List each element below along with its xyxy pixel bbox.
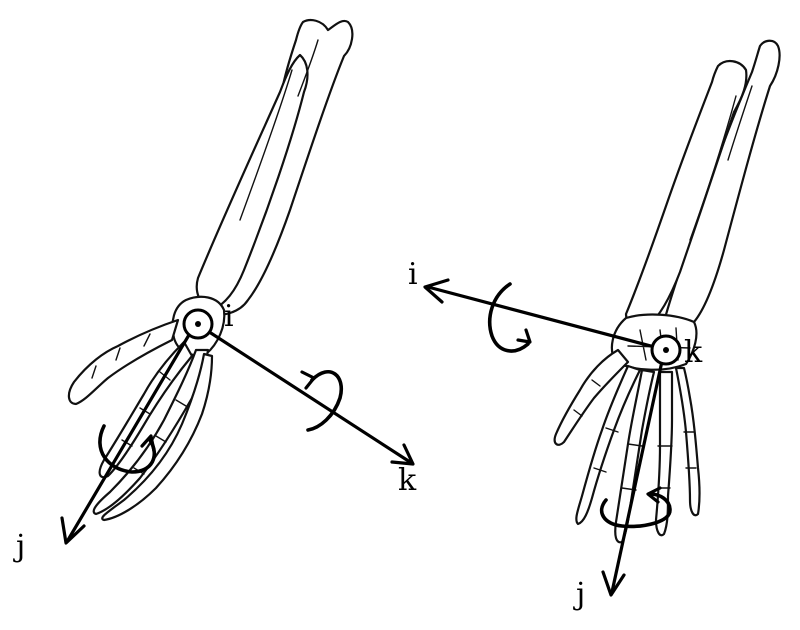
right-i-axis <box>426 285 668 352</box>
right-j-rotation-arrow <box>599 492 672 529</box>
right-label-k: k <box>684 335 703 370</box>
left-k-rotation-arrowhead <box>300 370 316 390</box>
right-finger-little <box>674 366 701 517</box>
right-finger-index <box>575 364 642 526</box>
left-k-arrowhead <box>390 443 415 466</box>
right-i-rotation-arrow <box>487 282 530 353</box>
right-bone-ridge <box>689 85 753 241</box>
right-i-arrowhead <box>423 278 450 304</box>
right-joint-dot <box>663 347 669 353</box>
left-finger-1 <box>67 318 180 406</box>
left-axes <box>60 308 415 545</box>
right-j-rotation-arrowhead <box>646 486 662 504</box>
left-finger-4 <box>101 352 214 522</box>
left-k-axis <box>198 324 412 464</box>
left-j-rotation-arrowhead <box>140 434 156 453</box>
right-axes <box>423 278 682 597</box>
left-label-k: k <box>398 463 417 498</box>
left-label-i: i <box>224 299 234 334</box>
right-j-arrowhead <box>601 570 626 597</box>
left-forearm-bones <box>171 19 354 357</box>
right-forearm-bones <box>610 39 781 371</box>
right-label-j: j <box>573 577 585 612</box>
left-k-rotation-arrow <box>306 369 344 432</box>
left-j-rotation-arrow <box>98 424 157 474</box>
left-joint-dot <box>195 321 201 327</box>
right-hand-bones <box>553 348 701 544</box>
right-thumb <box>553 348 630 446</box>
right-figure: i j k <box>408 39 781 612</box>
left-j-arrowhead <box>60 516 86 545</box>
right-i-rotation-arrowhead <box>516 328 532 344</box>
left-j-axis <box>66 321 198 542</box>
right-label-i: i <box>408 257 418 292</box>
left-label-j: j <box>13 529 25 564</box>
right-j-axis <box>610 350 666 594</box>
left-bone-ridge <box>239 39 319 221</box>
left-figure: i j k <box>13 19 417 564</box>
